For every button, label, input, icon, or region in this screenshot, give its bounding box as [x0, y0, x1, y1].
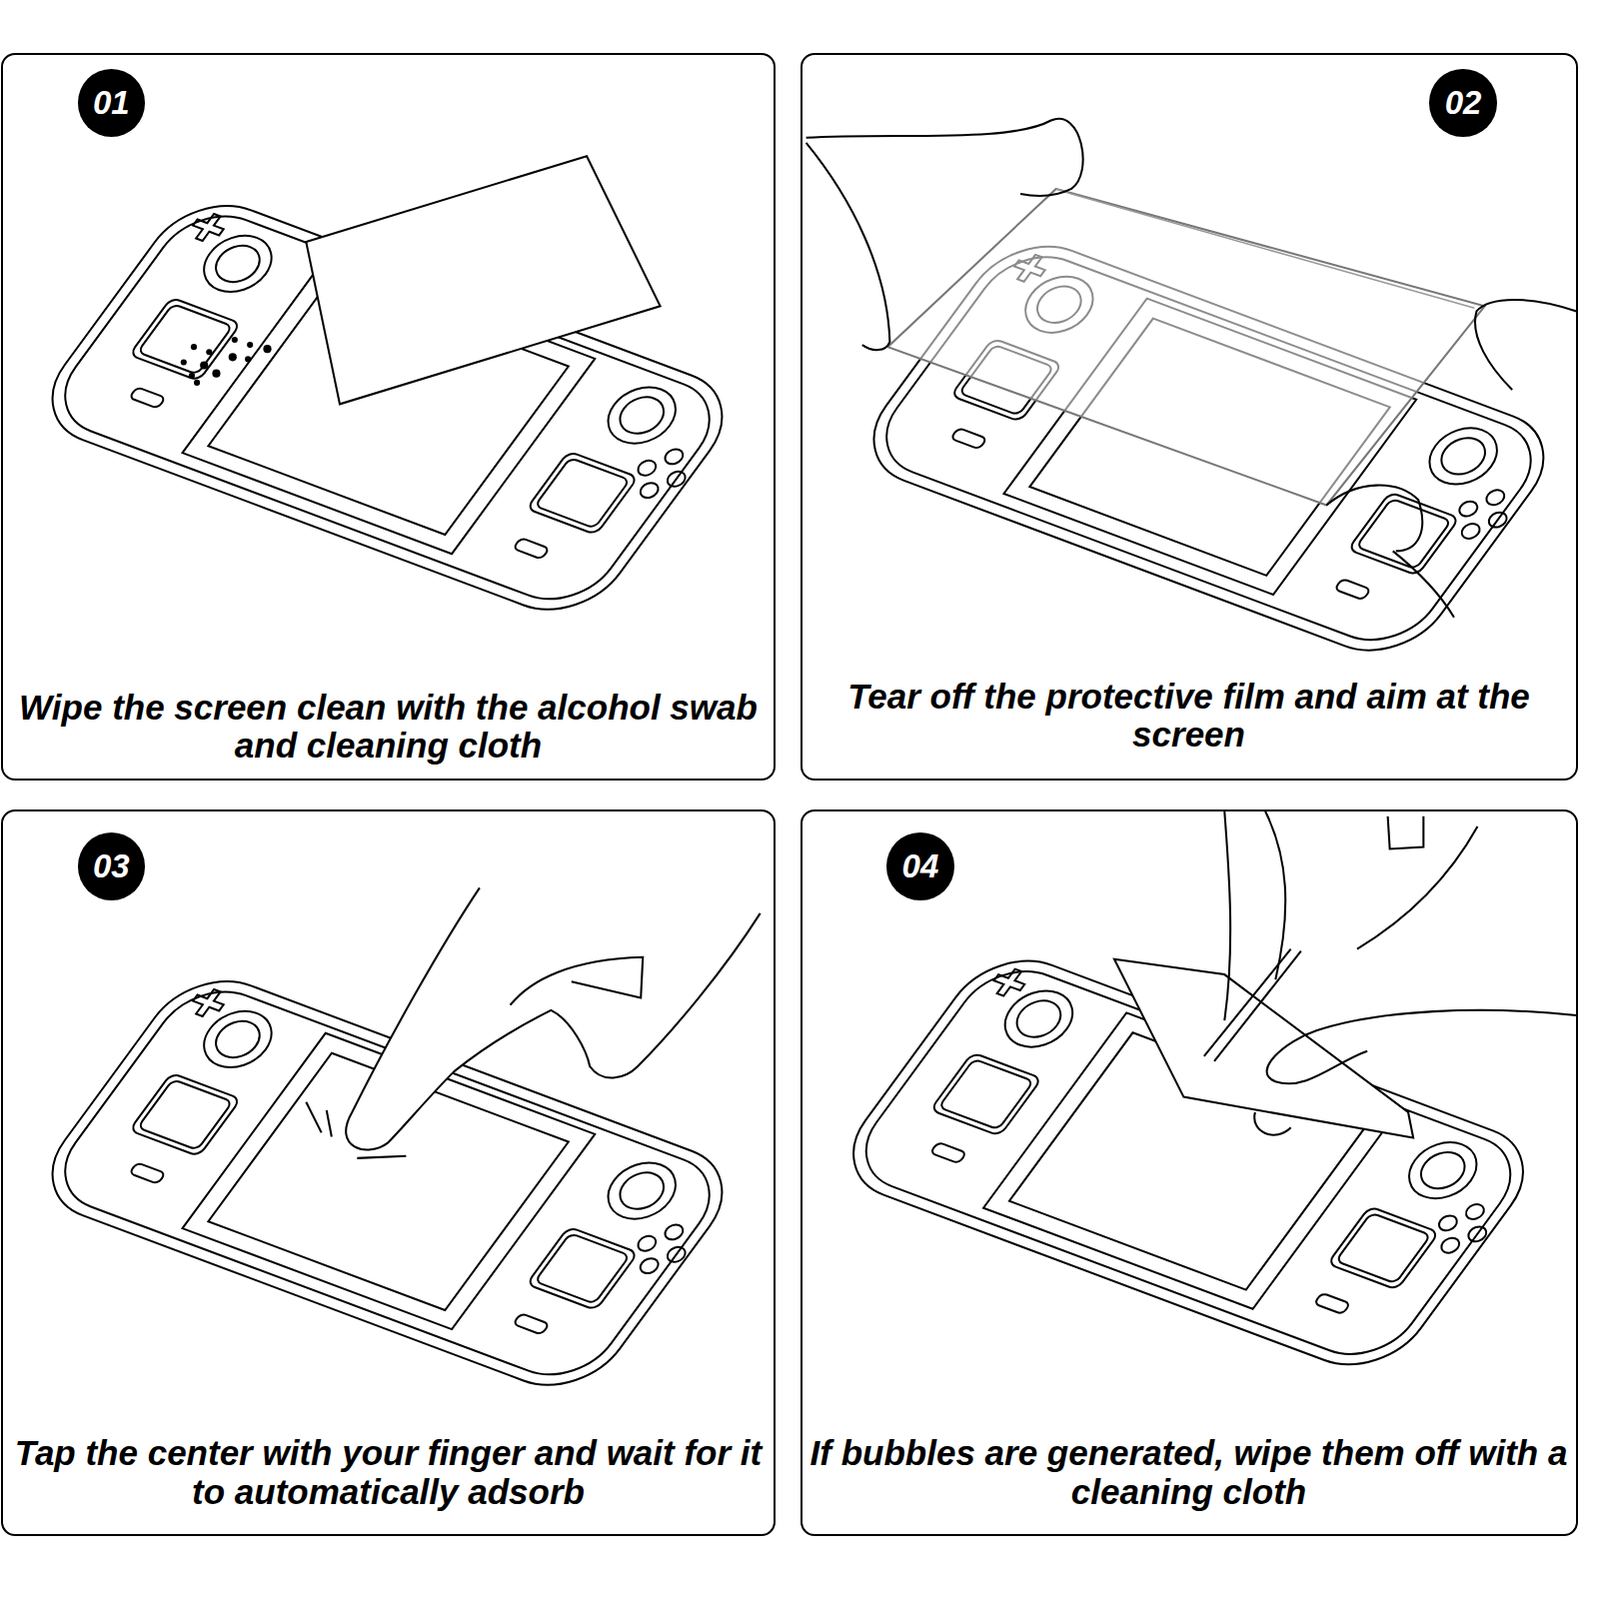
drawing-part [228, 352, 237, 361]
drawing-part [1204, 811, 1578, 1136]
step-number: 01 [92, 83, 130, 122]
step-panel: Wipe the screen clean with the alcohol s… [0, 52, 776, 781]
drawing-part [510, 957, 644, 1006]
drawing-part [305, 1102, 406, 1159]
step-panel: Tap the center with your finger and wait… [0, 809, 776, 1537]
drawing-part [190, 343, 197, 350]
device-panel-3 [25, 887, 761, 1403]
drawing-part [193, 379, 200, 386]
drawing-part [262, 344, 271, 353]
step-panel: Tear off the protective film and aim at … [800, 52, 1579, 781]
device-panel-2 [806, 118, 1578, 668]
step-number-badge: 03 [77, 832, 145, 900]
step-number-badge: 02 [1429, 68, 1497, 136]
drawing-part [211, 369, 220, 378]
drawing-part [199, 360, 208, 369]
step-panel: If bubbles are generated, wipe them off … [800, 809, 1579, 1537]
drawing-part [246, 341, 253, 348]
drawing-part [1267, 1010, 1578, 1085]
drawing-part [887, 188, 1485, 506]
step-caption: Wipe the screen clean with the alcohol s… [6, 688, 770, 766]
step-number-badge: 01 [77, 68, 145, 136]
drawing-part [1254, 1112, 1291, 1136]
drawing-part [1114, 959, 1414, 1139]
drawing-part [1265, 811, 1286, 980]
drawing-part [1056, 188, 1476, 308]
drawing-part [806, 142, 891, 350]
drawing-part [305, 155, 660, 404]
drawing-part [188, 372, 195, 379]
drawing-part [806, 118, 1578, 618]
drawing-part [356, 1156, 406, 1159]
drawing-part [1224, 811, 1231, 1021]
drawing-part [345, 887, 761, 1150]
drawing-part [180, 358, 187, 365]
drawing-part [1357, 826, 1478, 950]
step-caption: Tear off the protective film and aim at … [806, 677, 1573, 755]
drawing-part [1388, 816, 1425, 850]
drawing-part [1393, 550, 1455, 617]
drawing-part [326, 1110, 332, 1138]
device-panel-1 [25, 155, 750, 627]
drawing-part [1326, 485, 1423, 552]
drawing-part [826, 943, 1551, 1382]
drawing-part [231, 336, 238, 343]
drawing-part [1475, 299, 1578, 390]
device-panel-4 [826, 811, 1577, 1383]
step-number-badge: 04 [886, 832, 954, 900]
step-number: 03 [92, 847, 130, 886]
step-caption: If bubbles are generated, wipe them off … [806, 1434, 1573, 1512]
drawing-part [345, 887, 761, 1150]
drawing-part [244, 355, 251, 362]
step-number: 04 [902, 847, 940, 886]
drawing-part [1204, 949, 1292, 1057]
drawing-part [180, 336, 272, 386]
drawing-part [806, 118, 1084, 196]
step-number: 02 [1445, 83, 1483, 122]
step-caption: Tap the center with your finger and wait… [6, 1434, 770, 1512]
drawing-part [305, 1102, 321, 1134]
drawing-part [205, 348, 212, 355]
